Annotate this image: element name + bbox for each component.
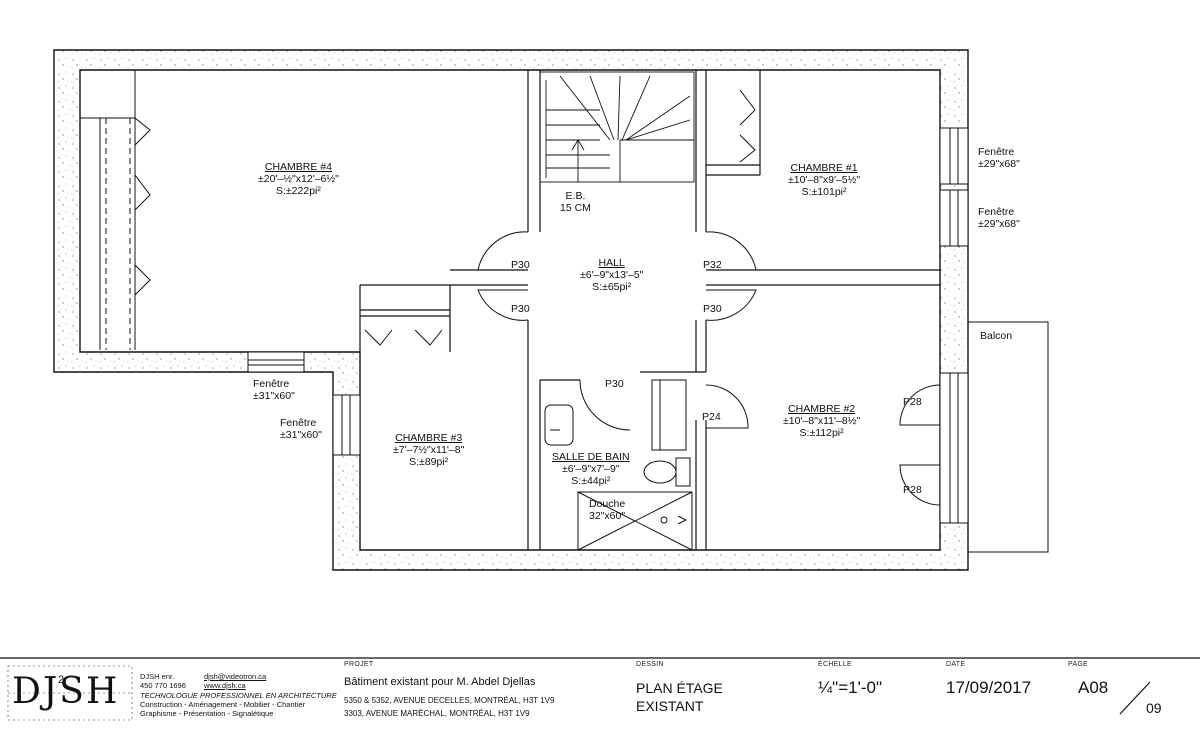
shower-label-line1: Douche bbox=[589, 498, 626, 510]
room-area: S:±65pi² bbox=[592, 281, 632, 293]
company-logo: DJSH 2 bbox=[6, 664, 134, 722]
room-dims: ±10'–8"x11'–8½" bbox=[783, 415, 861, 427]
window-label-size: ±31"x60" bbox=[253, 390, 295, 402]
room-area: S:±222pi² bbox=[276, 185, 321, 197]
projet-address-1: 5350 & 5352, AVENUE DECELLES, MONTRÉAL, … bbox=[344, 696, 555, 705]
echelle-value: ¼"=1'-0" bbox=[818, 678, 882, 697]
bathroom-fixtures bbox=[544, 404, 693, 551]
room-dims: ±10'–8"x9'–5½" bbox=[788, 174, 861, 186]
room-dims: ±7'–7½"x11'–8" bbox=[393, 444, 465, 456]
hall-cabinet bbox=[651, 379, 687, 451]
balcony-outline bbox=[968, 321, 1049, 553]
room-label-chambre-2: CHAMBRE #2 ±10'–8"x11'–8½" S:±112pi² bbox=[783, 403, 860, 439]
window-label-size: ±29"x68" bbox=[978, 218, 1020, 230]
room-dims: ±6'–9"x7'–9" bbox=[562, 463, 620, 475]
floor-plan-drawing bbox=[53, 49, 1049, 571]
projet-title: Bâtiment existant pour M. Abdel Djellas bbox=[344, 676, 536, 688]
page-number: A08 bbox=[1078, 678, 1109, 697]
closet-chambre-4 bbox=[80, 117, 151, 350]
door-tag-p30-bathroom: P30 bbox=[605, 378, 624, 390]
page-total: 09 bbox=[1146, 700, 1162, 716]
company-services-1: Construction - Aménagement - Mobilier - … bbox=[140, 700, 306, 709]
stair-label-line2: 15 CM bbox=[560, 202, 591, 214]
window-label-text: Fenêtre bbox=[978, 206, 1015, 218]
company-tagline: TECHNOLOGUE PROFESSIONNEL EN ARCHITECTUR… bbox=[140, 691, 337, 700]
window-label-bottom-left: Fenêtre ±31"x60" bbox=[253, 378, 295, 402]
room-name: CHAMBRE #4 bbox=[264, 161, 332, 173]
date-label: DATE bbox=[946, 661, 966, 668]
staircase bbox=[539, 71, 695, 183]
room-label-chambre-3: CHAMBRE #3 ±7'–7½"x11'–8" S:±89pi² bbox=[393, 432, 464, 468]
room-name: SALLE DE BAIN bbox=[552, 451, 630, 463]
dessin-line-1: PLAN ÉTAGE bbox=[636, 680, 723, 696]
window-label-right-upper: Fenêtre ±29"x68" bbox=[978, 146, 1020, 170]
room-name: CHAMBRE #2 bbox=[788, 403, 856, 415]
window-label-text: Fenêtre bbox=[253, 378, 290, 390]
title-block-frame bbox=[0, 657, 1200, 715]
door-tag-p30-lower-right: P30 bbox=[703, 303, 722, 315]
dessin-label: DESSIN bbox=[636, 661, 664, 668]
shower-label: Douche 32"x60" bbox=[589, 498, 625, 522]
balcony-label: Balcon bbox=[980, 330, 1013, 342]
window-label-chambre-3: Fenêtre ±31"x60" bbox=[280, 417, 322, 441]
company-phone: 450 770 1696 bbox=[140, 681, 186, 690]
door-tag-p28-lower: P28 bbox=[903, 484, 922, 496]
door-tag-p30-lower-left: P30 bbox=[511, 303, 530, 315]
room-name: HALL bbox=[598, 257, 625, 269]
window-label-right-lower: Fenêtre ±29"x68" bbox=[978, 206, 1020, 230]
windows bbox=[247, 127, 969, 524]
company-services-2: Graphisme - Présentation - Signalétique bbox=[140, 709, 274, 718]
room-label-chambre-4: CHAMBRE #4 ±20'–½"x12'–6½" S:±222pi² bbox=[258, 161, 339, 197]
room-label-hall: HALL ±6'–9"x13'–5" S:±65pi² bbox=[580, 257, 643, 293]
title-block: DJSH 2 DJSH enr. 450 770 1696 djsh@video… bbox=[0, 652, 1200, 732]
door-tag-p32: P32 bbox=[703, 259, 722, 271]
door-swings bbox=[364, 89, 941, 506]
door-tag-p30-upper-left: P30 bbox=[511, 259, 530, 271]
company-email: djsh@videotron.ca bbox=[204, 672, 267, 681]
date-value: 17/09/2017 bbox=[946, 678, 1032, 697]
company-website: www.djsh.ca bbox=[204, 681, 246, 690]
interior-walls bbox=[359, 70, 940, 550]
room-dims: ±6'–9"x13'–5" bbox=[580, 269, 644, 281]
room-label-chambre-1: CHAMBRE #1 ±10'–8"x9'–5½" S:±101pi² bbox=[788, 162, 860, 198]
room-name: CHAMBRE #1 bbox=[790, 162, 858, 174]
window-label-size: ±31"x60" bbox=[280, 429, 322, 441]
company-name: DJSH enr. bbox=[140, 672, 175, 681]
echelle-label: ÉCHELLE bbox=[818, 661, 853, 668]
dessin-line-2: EXISTANT bbox=[636, 698, 704, 714]
stair-label: E.B. 15 CM bbox=[560, 190, 591, 214]
room-label-salle-de-bain: SALLE DE BAIN ±6'–9"x7'–9" S:±44pi² bbox=[552, 451, 630, 487]
room-area: S:±112pi² bbox=[799, 427, 844, 439]
shower-label-line2: 32"x60" bbox=[589, 510, 626, 522]
room-area: S:±89pi² bbox=[409, 456, 449, 468]
stair-label-line1: E.B. bbox=[565, 190, 586, 202]
door-tag-p24: P24 bbox=[702, 411, 721, 423]
window-label-size: ±29"x68" bbox=[978, 158, 1020, 170]
projet-address-2: 3303, AVENUE MARÉCHAL, MONTRÉAL, H3T 1V9 bbox=[344, 709, 530, 718]
window-label-text: Fenêtre bbox=[280, 417, 317, 429]
page-label: PAGE bbox=[1068, 661, 1089, 668]
logo-frame bbox=[7, 665, 133, 721]
projet-label: PROJET bbox=[344, 661, 374, 668]
logo-text: DJSH bbox=[12, 671, 120, 712]
window-label-text: Fenêtre bbox=[978, 146, 1015, 158]
room-area: S:±101pi² bbox=[801, 186, 847, 198]
room-area: S:±44pi² bbox=[571, 475, 611, 487]
room-dims: ±20'–½"x12'–6½" bbox=[258, 173, 339, 185]
door-tag-p28-upper: P28 bbox=[903, 396, 922, 408]
room-name: CHAMBRE #3 bbox=[395, 432, 463, 444]
logo-superscript: 2 bbox=[58, 674, 65, 686]
